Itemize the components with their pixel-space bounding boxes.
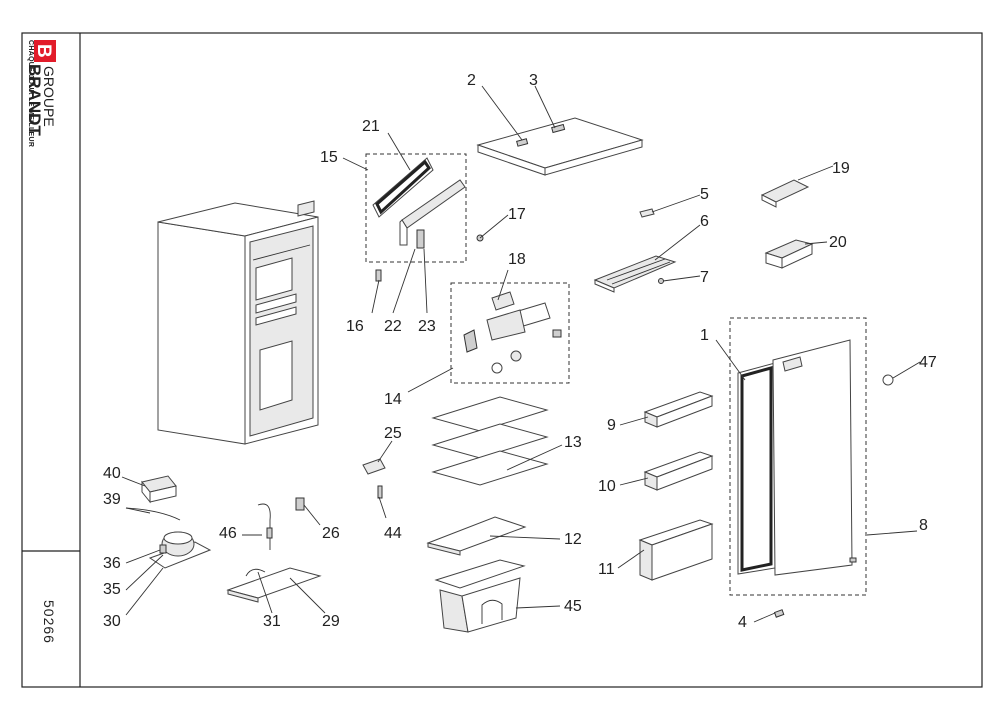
- label-22: 22: [384, 318, 402, 335]
- label-35: 35: [103, 581, 121, 598]
- door-shelf-9: [643, 391, 714, 428]
- label-19: 19: [832, 160, 850, 177]
- label-2: 2: [467, 72, 476, 89]
- main-door: [772, 339, 857, 576]
- label-36: 36: [103, 555, 121, 572]
- door-gasket: [737, 362, 776, 575]
- base-plate: [226, 567, 322, 603]
- logo-mark-background: [34, 40, 56, 62]
- label-46: 46: [219, 525, 237, 542]
- label-44: 44: [384, 525, 402, 542]
- logo-groupe-text: GROUPE: [41, 66, 57, 127]
- thermostat-parts: [463, 291, 562, 374]
- label-18: 18: [508, 251, 526, 268]
- label-9: 9: [607, 417, 616, 434]
- label-20: 20: [829, 234, 847, 251]
- logo-tagline: CHAQUE JOUR LE MEILLEUR: [27, 40, 34, 147]
- freezer-door-group-box: [365, 153, 467, 263]
- door-shelf-11: [638, 519, 714, 581]
- foot-47: [882, 374, 894, 386]
- compressor-assembly: [125, 475, 212, 569]
- shelf-support-25: [362, 458, 386, 475]
- relay-26: [295, 497, 305, 511]
- bottom-hinge-4: [773, 609, 785, 618]
- drawing-frame: [21, 32, 983, 688]
- label-11: 11: [598, 561, 615, 578]
- brandt-logo: B GROUPE BRANDT CHAQUE JOUR LE MEILLEUR: [25, 40, 57, 147]
- label-23: 23: [418, 318, 436, 335]
- label-3: 3: [529, 72, 538, 89]
- main-door-group-box: [729, 317, 867, 596]
- label-4: 4: [738, 614, 747, 631]
- label-7: 7: [700, 269, 709, 286]
- label-8: 8: [919, 517, 928, 534]
- label-17: 17: [508, 206, 526, 223]
- crisper-drawer: [434, 559, 526, 633]
- label-6: 6: [700, 213, 709, 230]
- label-47: 47: [919, 354, 937, 371]
- hinge-pin: [375, 269, 382, 282]
- refrigerator-cabinet: [157, 200, 319, 445]
- thermostat-group-box: [450, 282, 570, 384]
- leader-lines: [121, 85, 921, 623]
- bolt-44: [377, 485, 383, 499]
- part-number-labels: 2 3 21 15 19 5 17 6 20 18 7 16 22 23 1 4…: [103, 72, 937, 631]
- label-40: 40: [103, 465, 121, 482]
- ice-pack: [764, 239, 814, 269]
- label-39: 39: [103, 491, 121, 508]
- document-number: 50266: [41, 600, 57, 644]
- drip-tray-clip: [658, 278, 664, 284]
- glass-shelves: [431, 396, 549, 486]
- freezer-door-gasket: [372, 157, 434, 218]
- logo-brand-name: BRANDT: [25, 64, 44, 136]
- door-shelf-10: [643, 451, 714, 491]
- label-31: 31: [263, 613, 281, 630]
- label-15: 15: [320, 149, 338, 166]
- label-5: 5: [700, 186, 709, 203]
- label-45: 45: [564, 598, 582, 615]
- label-26: 26: [322, 525, 340, 542]
- label-13: 13: [564, 434, 582, 451]
- thermostat-capillary: [257, 503, 273, 550]
- freezer-door: [399, 179, 466, 249]
- label-10: 10: [598, 478, 616, 495]
- top-cover: [476, 117, 644, 176]
- clip: [639, 208, 655, 218]
- label-12: 12: [564, 531, 582, 548]
- crisper-cover: [426, 516, 527, 556]
- label-29: 29: [322, 613, 340, 630]
- label-1: 1: [700, 327, 709, 344]
- egg-tray: [593, 255, 677, 293]
- label-14: 14: [384, 391, 402, 408]
- label-16: 16: [346, 318, 364, 335]
- label-25: 25: [384, 425, 402, 442]
- label-30: 30: [103, 613, 121, 630]
- logo-mark-letter: B: [33, 44, 54, 58]
- label-21: 21: [362, 118, 380, 135]
- ice-cube-tray: [760, 179, 810, 208]
